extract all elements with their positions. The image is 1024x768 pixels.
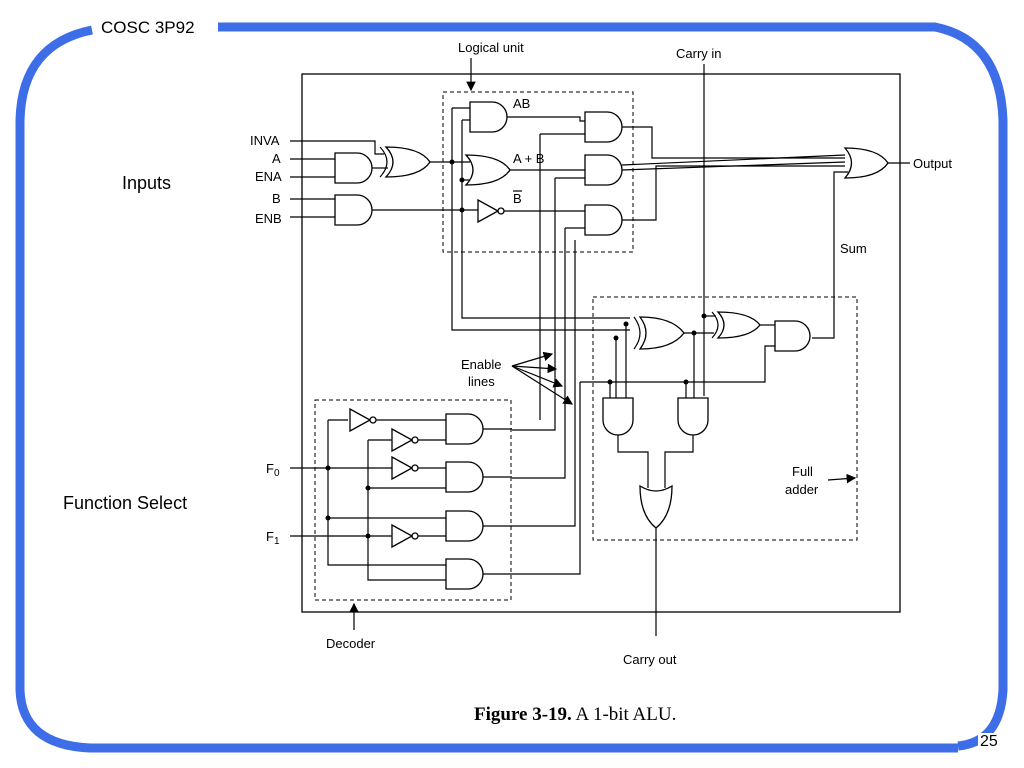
inva-label: INVA [250,133,280,148]
enable-label: Enable [461,357,501,372]
caption-figure-number: Figure 3-19. [474,704,572,725]
logical-unit-box [442,91,634,253]
sum-label: Sum [840,241,867,256]
inputs-label: Inputs [122,173,172,193]
and-gate-carry-2 [677,397,709,436]
and-gate-dec-3 [445,510,484,542]
and-gate-dec-1 [445,413,484,445]
lines-label: lines [468,374,495,389]
xor-gate-sum-2 [716,311,761,339]
not-gate-dec-2 [391,427,414,453]
page-number: 25 [978,733,1000,751]
and-gate-ab [469,101,508,133]
caption-title: A 1-bit ALU. [575,704,677,725]
and-gate-dec-4 [445,558,484,590]
not-gate-dec-1 [349,407,372,433]
and-gate-enable-1 [584,111,623,143]
and-gate-carry-1 [602,397,634,436]
and-gate-sum [774,320,811,352]
or-gate-carry-out [639,484,673,529]
a-or-b-label: A + B [513,151,544,166]
decoder-box [314,399,512,601]
b-label: B [272,191,281,206]
and-gate-b-enb [334,194,373,226]
f1-label: F1 [266,529,280,547]
alu-outline [301,73,901,613]
and-gate-a-ena [334,152,373,184]
course-code: COSC 3P92 [96,18,200,38]
or-gate-a-or-b [464,154,511,186]
xor-gate-inva [384,146,431,178]
ena-label: ENA [255,169,282,184]
and-gate-enable-2 [584,154,623,186]
f0-label: F0 [266,461,280,479]
not-b-label: B [513,191,522,206]
carry-in-label: Carry in [676,46,722,61]
enb-label: ENB [255,211,282,226]
not-gate-dec-3 [391,455,414,481]
adder-label: adder [785,482,819,497]
function-select-label: Function Select [63,493,188,513]
logical-unit-label: Logical unit [458,40,524,55]
full-adder-box [592,296,858,541]
and-gate-enable-3 [584,204,623,236]
figure-caption: Figure 3-19. A 1-bit ALU. [474,704,676,726]
ab-label: AB [513,96,530,111]
or-gate-output [843,147,889,179]
decoder-label: Decoder [326,636,376,651]
and-gate-dec-2 [445,461,484,493]
full-label: Full [792,464,813,479]
output-label: Output [913,156,952,171]
carry-out-label: Carry out [623,652,677,667]
xor-gate-sum-1 [638,316,685,350]
a-label: A [272,151,281,166]
not-gate-dec-4 [391,523,414,549]
not-gate-b [477,198,500,224]
